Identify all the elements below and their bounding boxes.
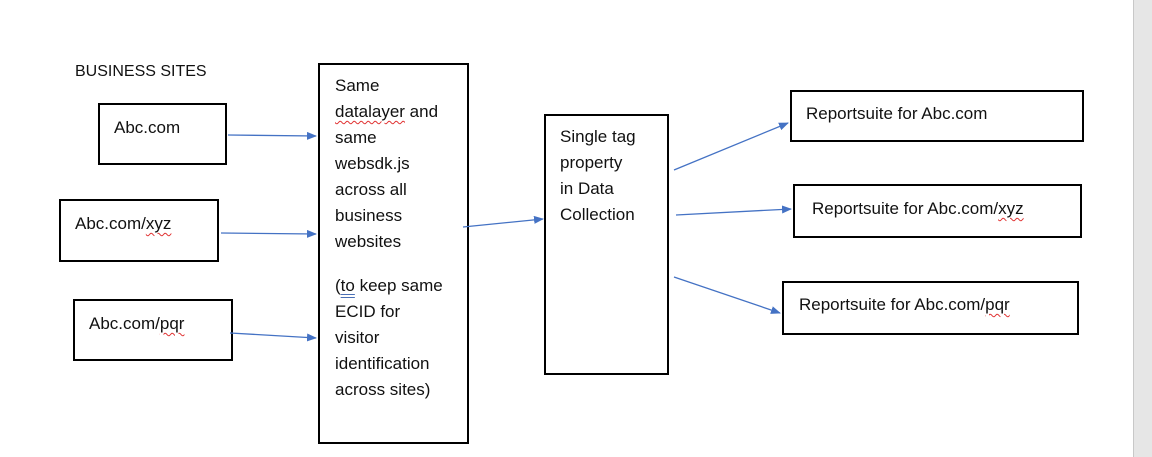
shared-description: Same datalayer and same websdk.js across… [335, 76, 439, 251]
spellcheck-flag: pqr [159, 314, 185, 333]
vertical-scrollbar[interactable] [1133, 0, 1152, 457]
grammar-flag: to [340, 276, 355, 295]
arrow-xyz-to-shared [220, 229, 317, 238]
spellcheck-flag: datalayer [335, 102, 405, 121]
reportsuite-label: Reportsuite for Abc.com/pqr [799, 295, 1010, 314]
reportsuite-box-pqr[interactable]: Reportsuite for Abc.com/pqr [782, 281, 1079, 335]
arrow-tag-to-reportsuite-xyz [675, 205, 792, 216]
reportsuite-box-xyz[interactable]: Reportsuite for Abc.com/xyz [793, 184, 1082, 238]
reportsuite-label: Reportsuite for Abc.com [806, 104, 988, 123]
arrow-pqr-to-shared [229, 332, 317, 342]
shared-datalayer-box[interactable]: Same datalayer and same websdk.js across… [318, 63, 469, 444]
reportsuite-box-abc[interactable]: Reportsuite for Abc.com [790, 90, 1084, 142]
spellcheck-flag: xyz [998, 199, 1024, 218]
tag-property-box[interactable]: Single tag property in Data Collection [544, 114, 669, 375]
site-label: Abc.com [114, 118, 181, 137]
spellcheck-flag: xyz [145, 214, 172, 233]
arrow-tag-to-reportsuite-abc [673, 122, 789, 171]
site-label: Abc.com/xyz [75, 214, 172, 233]
arrow-shared-to-tag [462, 215, 544, 228]
site-box-xyz[interactable]: Abc.com/xyz [59, 199, 219, 262]
reportsuite-label: Reportsuite for Abc.com/xyz [812, 199, 1024, 218]
spellcheck-flag: pqr [985, 295, 1010, 314]
site-box-pqr[interactable]: Abc.com/pqr [73, 299, 233, 361]
arrow-abc-to-shared [227, 131, 317, 140]
business-sites-heading: BUSINESS SITES [75, 63, 207, 80]
shared-note: (to keep same ECID for visitor identific… [335, 276, 443, 399]
arrow-tag-to-reportsuite-pqr [673, 276, 781, 314]
site-box-abc[interactable]: Abc.com [98, 103, 227, 165]
site-label: Abc.com/pqr [89, 314, 185, 333]
tag-property-label: Single tag property in Data Collection [560, 127, 636, 224]
